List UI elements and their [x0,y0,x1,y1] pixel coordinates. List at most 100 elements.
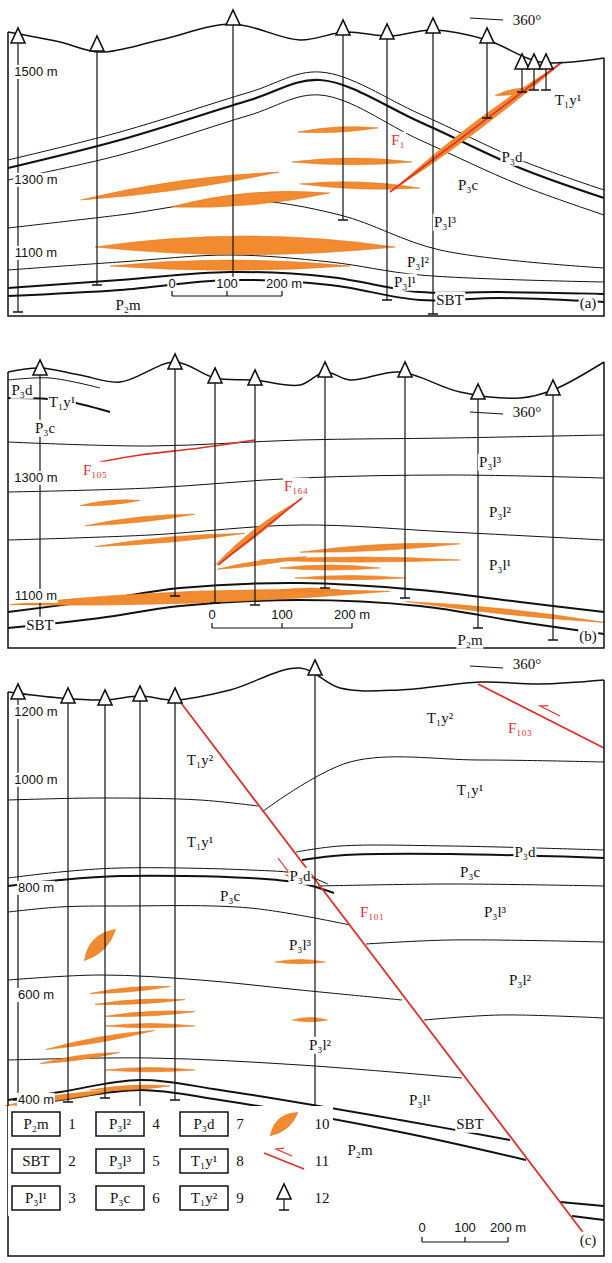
north-arrow [470,412,503,414]
ore-body [405,599,604,625]
ore-body [300,540,460,554]
unit-label: P₂m [22,1116,49,1133]
legend-swatch [96,1112,144,1136]
unit-label: P₃d [10,382,33,399]
scale-tick [281,623,282,628]
unit-label: P₃l² [508,972,532,989]
scale-label: 1000 m [13,773,58,787]
drill-hole [226,10,240,283]
legend-number: 6 [151,1190,161,1207]
ore-body [390,58,564,192]
north-arrow [470,18,503,20]
ore-body [45,1027,154,1051]
drill-hole [527,54,541,90]
scale-label: 1200 m [13,705,58,719]
legend-swatch [12,1112,60,1136]
ore-body [110,260,350,270]
ore-body [295,576,405,580]
stratum-boundary [366,940,604,944]
unit-label: P₃l² [406,254,430,271]
ore-body [95,530,245,548]
stratum-boundary [8,906,350,925]
ore-body [105,1024,195,1028]
scale-label: 200 m [333,608,371,622]
legend-number: 12 [314,1190,331,1207]
ore-body [85,511,195,528]
fault-line [100,440,255,462]
drill-hole [546,380,560,640]
north-arrow [470,666,503,668]
drill-hole [398,362,412,598]
legend-number: 7 [235,1116,245,1133]
legend-swatch [180,1112,228,1136]
stratum-boundary [560,1202,604,1206]
legend-fault [264,1153,304,1169]
unit-label: 360° [512,404,543,421]
drill-hole [539,54,553,90]
legend-number: 3 [67,1190,77,1207]
unit-label: P₃c [109,1190,131,1207]
topography [8,362,604,398]
unit-label: 360° [512,12,543,29]
stratum-boundary [8,583,604,612]
topography [8,668,604,700]
scale-label: 600 m [17,988,55,1002]
legend-number: 1 [67,1116,77,1133]
fault-label: F₁₀₁ [359,904,385,921]
unit-label: P₃d [500,149,523,166]
unit-label: P₃l³ [483,904,507,921]
fault-line [175,695,585,1235]
section-frame [8,680,604,1256]
scale-label: 1300 m [13,173,58,187]
unit-label: P₃l¹ [408,1092,432,1109]
scale-label: 100 [453,1221,477,1235]
unit-label: P₃d [513,844,536,861]
ore-body [95,236,395,255]
scale-label: 0 [417,1221,426,1235]
fault-movement-arrow [540,706,560,716]
unit-label: P₃l¹ [393,274,417,291]
legend-number: 10 [314,1116,331,1133]
stratum-boundary [424,1015,604,1020]
ore-body [105,1068,195,1072]
stratum-boundary [8,1058,462,1078]
unit-label: P₂m [114,297,141,314]
unit-label: P₃d [192,1116,215,1133]
drill-hole [168,354,182,596]
fault-line [218,498,302,565]
legend-swatch [12,1186,60,1210]
unit-label: P₃l² [308,1037,332,1054]
legend-swatch [96,1149,144,1173]
drill-hole [515,54,529,92]
drill-hole [133,686,147,1122]
legend-number: 4 [151,1116,161,1133]
legend-swatch [180,1149,228,1173]
unit-label: T₁y¹ [456,782,484,799]
unit-label: P₃l¹ [24,1190,48,1207]
unit-label: SBT [25,617,55,634]
drill-hole [98,690,112,1098]
ore-body [79,924,120,965]
unit-label: SBT [455,1116,485,1133]
stratum-boundary [8,876,334,893]
fault-label: F₁₆₄ [283,478,309,495]
unit-label: T₁y¹ [186,834,214,851]
ore-body [80,498,140,507]
drill-hole [90,36,104,285]
ore-body [280,565,380,570]
ore-body [90,1083,170,1091]
scale-label: 800 m [17,881,55,895]
ore-body [170,186,330,212]
ore-body [275,960,325,964]
ore-body [280,588,340,591]
ore-body [293,1018,328,1022]
ore-body [105,1009,195,1018]
ore-body [90,984,170,995]
unit-label: P₃c [459,864,481,881]
scale-tick [226,291,227,296]
scale-label: 1500 m [13,65,58,79]
fault-label: F₁ [390,132,406,149]
ore-body [5,1087,115,1107]
fault-label: F₁₀₅ [82,462,108,479]
unit-label: P₃l¹ [488,557,512,574]
